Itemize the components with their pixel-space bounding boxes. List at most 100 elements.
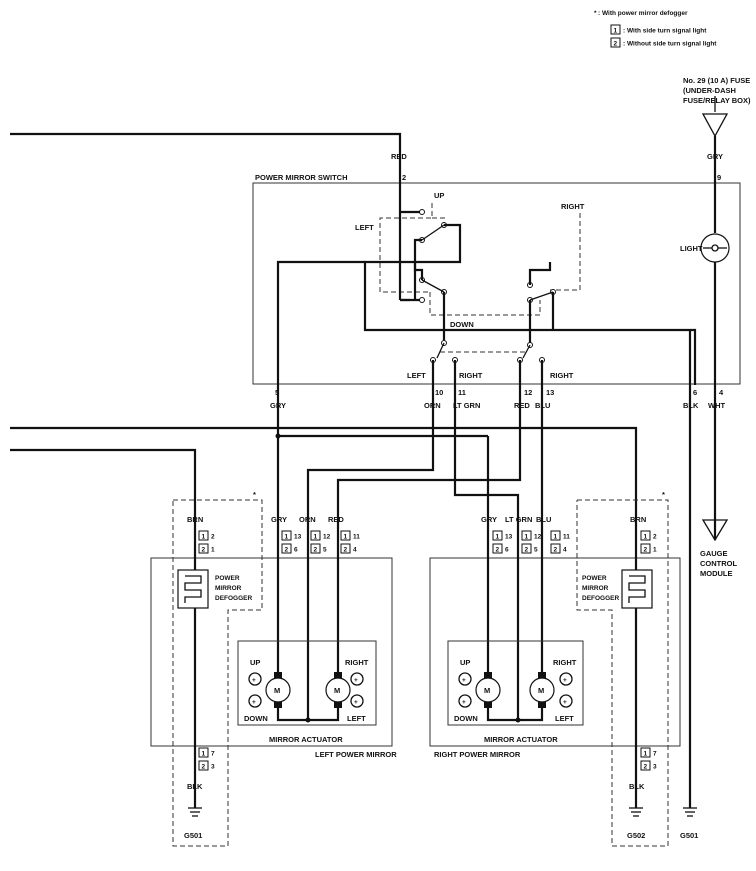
svg-text:1: 1: [653, 547, 657, 554]
svg-text:MIRROR ACTUATOR: MIRROR ACTUATOR: [484, 735, 558, 744]
svg-text:2: 2: [653, 534, 657, 541]
svg-text:3: 3: [211, 764, 215, 771]
right-actuator-box: [447, 640, 584, 726]
gauge-label-3: MODULE: [700, 569, 733, 578]
svg-text:RED: RED: [328, 515, 344, 524]
svg-text:6: 6: [294, 547, 298, 554]
svg-text:+: +: [563, 677, 567, 684]
legend-box-1-num: 1: [614, 28, 618, 35]
left-actuator-box: [237, 640, 377, 726]
svg-text:2: 2: [211, 534, 215, 541]
left-mirror-box: [150, 557, 393, 747]
svg-text:BLU: BLU: [535, 401, 550, 410]
defogger-feed-wires: [10, 426, 638, 530]
svg-text:11: 11: [353, 534, 360, 541]
svg-text:2: 2: [202, 764, 206, 771]
legend-star-note: : With power mirror defogger: [598, 10, 688, 17]
svg-text:GRY: GRY: [707, 152, 723, 161]
svg-text:2: 2: [644, 764, 648, 771]
svg-text:+: +: [563, 699, 567, 706]
svg-text:MIRROR: MIRROR: [215, 585, 242, 592]
svg-text:LT GRN: LT GRN: [453, 401, 480, 410]
ltgrn-wire: 11 LT GRN: [453, 360, 520, 530]
svg-text:12: 12: [534, 534, 542, 541]
left-power-mirror: LEFT POWER MIRROR * BRN 1 2 2 1 GRY 1 13…: [150, 490, 397, 847]
svg-text:1: 1: [202, 751, 206, 758]
svg-text:LEFT: LEFT: [355, 223, 374, 232]
svg-text:+: +: [354, 677, 358, 684]
svg-text:BLU: BLU: [536, 515, 551, 524]
svg-text:POWER: POWER: [582, 575, 607, 582]
light-label: LIGHT: [680, 244, 703, 253]
gauge-triangle-icon: [701, 519, 729, 542]
svg-text:LEFT: LEFT: [407, 371, 426, 380]
svg-text:BLK: BLK: [683, 401, 699, 410]
fuse-label-3: FUSE/RELAY BOX): [683, 96, 751, 105]
svg-text:MIRROR ACTUATOR: MIRROR ACTUATOR: [269, 735, 343, 744]
svg-text:7: 7: [211, 751, 215, 758]
left-motor-updown-icon: [265, 677, 291, 703]
svg-text:DOWN: DOWN: [450, 320, 474, 329]
svg-text:M: M: [538, 686, 544, 695]
svg-text:1: 1: [285, 534, 289, 541]
svg-text:+: +: [462, 677, 466, 684]
red-feed-wire: RED 2: [10, 132, 407, 212]
svg-text:2: 2: [644, 547, 648, 554]
svg-text:1: 1: [202, 534, 206, 541]
svg-text:2: 2: [402, 173, 406, 182]
svg-text:LT GRN: LT GRN: [505, 515, 532, 524]
svg-text:2: 2: [496, 547, 500, 554]
svg-text:7: 7: [653, 751, 657, 758]
upper-selector-switch: UP LEFT RIGHT DOWN: [355, 191, 697, 385]
svg-text:UP: UP: [460, 658, 470, 667]
svg-text:2: 2: [285, 547, 289, 554]
fuse-triangle-icon: [701, 113, 729, 138]
svg-text:+: +: [252, 699, 256, 706]
svg-text:GRY: GRY: [481, 515, 497, 524]
svg-text:1: 1: [496, 534, 500, 541]
switch-title: POWER MIRROR SWITCH: [255, 173, 348, 182]
svg-text:*: *: [253, 490, 256, 499]
svg-text:2: 2: [344, 547, 348, 554]
svg-text:ORN: ORN: [424, 401, 441, 410]
svg-text:11: 11: [458, 388, 466, 397]
svg-text:1: 1: [211, 547, 215, 554]
orn-wire: 10 ORN: [306, 360, 443, 530]
left-motor-leftright-icon: [325, 677, 351, 703]
svg-text:1: 1: [525, 534, 529, 541]
svg-text:LEFT: LEFT: [347, 714, 366, 723]
svg-text:BRN: BRN: [187, 515, 203, 524]
svg-text:1: 1: [344, 534, 348, 541]
svg-text:G501: G501: [184, 831, 202, 840]
svg-text:LEFT: LEFT: [555, 714, 574, 723]
svg-text:*: *: [662, 490, 665, 499]
power-mirror-switch-box: [252, 182, 741, 385]
svg-text:RED: RED: [391, 152, 407, 161]
svg-text:9: 9: [717, 173, 721, 182]
legend-box-2-note: : Without side turn signal light: [623, 41, 717, 48]
svg-text:POWER: POWER: [215, 575, 240, 582]
svg-text:13: 13: [546, 388, 554, 397]
svg-text:4: 4: [563, 547, 567, 554]
right-mirror-box: [429, 557, 681, 747]
legend: * : With power mirror defogger 1 : With …: [594, 10, 717, 48]
svg-text:2: 2: [202, 547, 206, 554]
blk-ground-wire: 6 BLK G501: [680, 330, 699, 840]
fuse-label-1: No. 29 (10 A) FUSE: [683, 76, 750, 85]
svg-text:1: 1: [554, 534, 558, 541]
svg-text:DOWN: DOWN: [454, 714, 478, 723]
right-power-mirror: RIGHT POWER MIRROR * GRY 1 13 2 6 LT GRN…: [429, 490, 681, 847]
svg-text:RIGHT: RIGHT: [550, 371, 574, 380]
svg-text:12: 12: [323, 534, 331, 541]
svg-text:2: 2: [554, 547, 558, 554]
svg-text:4: 4: [353, 547, 357, 554]
svg-text:5: 5: [323, 547, 327, 554]
blu-wire: 13 BLU: [535, 360, 554, 530]
svg-text:6: 6: [505, 547, 509, 554]
right-defogger-icon: [621, 569, 653, 609]
svg-text:M: M: [274, 686, 280, 695]
svg-text:M: M: [484, 686, 490, 695]
right-motor-leftright-icon: [529, 677, 555, 703]
svg-text:RIGHT: RIGHT: [459, 371, 483, 380]
